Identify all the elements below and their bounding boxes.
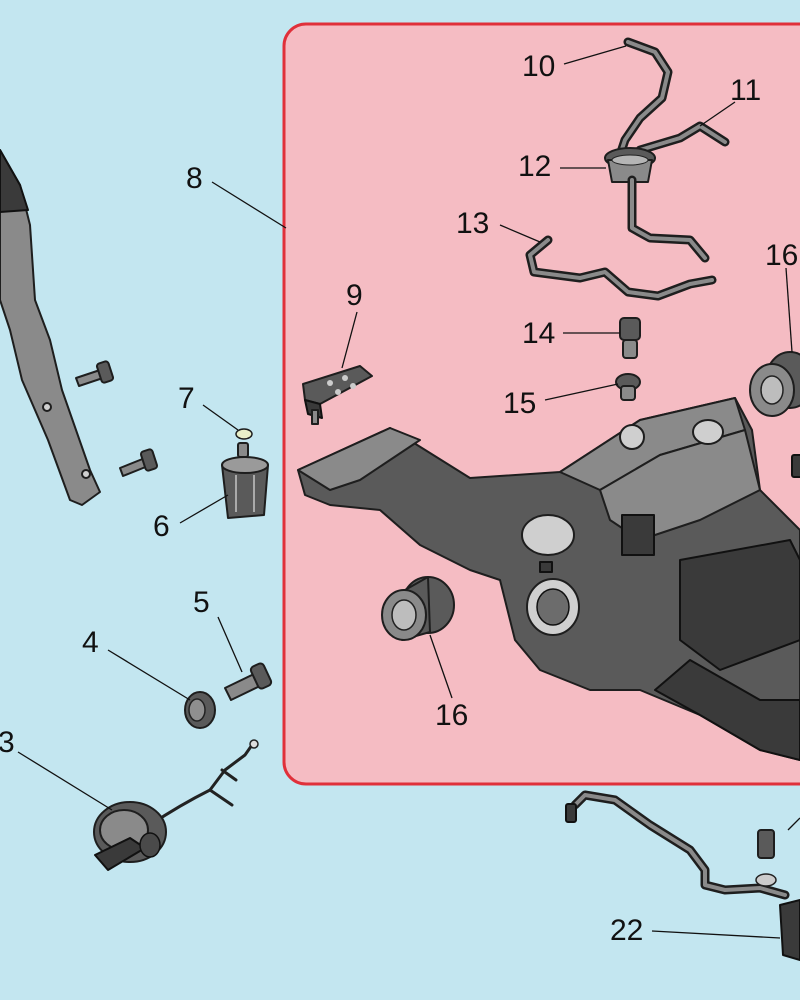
- callout-3: 3: [0, 726, 15, 759]
- return-line-part-11: [635, 121, 730, 155]
- clip-part: [791, 454, 800, 478]
- callout-22: 22: [610, 914, 643, 947]
- grommet-part-16-upper: [749, 351, 800, 417]
- callout-16-upper: 16: [765, 239, 798, 272]
- callout-12: 12: [518, 150, 551, 183]
- callout-15: 15: [503, 387, 536, 420]
- washer-part-7: [235, 428, 253, 440]
- hose-part-13: [525, 235, 717, 301]
- leader-lines: [17, 45, 800, 939]
- callout-8: 8: [186, 162, 203, 195]
- fuel-filter-part-6: [221, 442, 269, 519]
- callout-7: 7: [178, 382, 195, 415]
- fuel-line-part-10: [615, 37, 673, 160]
- plug-part-15: [615, 373, 641, 401]
- grommet-part-16-lower: [381, 576, 455, 641]
- handle-screw-lower: [119, 448, 159, 477]
- tank-vent-part-12: [604, 147, 656, 183]
- connecting-hose: [627, 175, 710, 263]
- callout-4: 4: [82, 626, 99, 659]
- callout-16-lower: 16: [435, 699, 468, 732]
- fuel-cap-part-3: [93, 739, 259, 871]
- handle-bar-part: [0, 149, 101, 506]
- callout-11: 11: [730, 74, 761, 107]
- tank-housing-part-8: [297, 397, 800, 761]
- bracket-part-9: [302, 365, 373, 425]
- bolt-part-5: [224, 662, 273, 701]
- pickup-part-14: [619, 317, 641, 359]
- callout-13: 13: [456, 207, 489, 240]
- callout-6: 6: [153, 510, 170, 543]
- callout-10: 10: [522, 50, 555, 83]
- callout-9: 9: [346, 279, 363, 312]
- cable-part-22: [565, 790, 800, 961]
- callout-14: 14: [522, 317, 555, 350]
- handle-screw-upper: [75, 360, 115, 387]
- grommet-part-4: [184, 691, 216, 729]
- callout-5: 5: [193, 586, 210, 619]
